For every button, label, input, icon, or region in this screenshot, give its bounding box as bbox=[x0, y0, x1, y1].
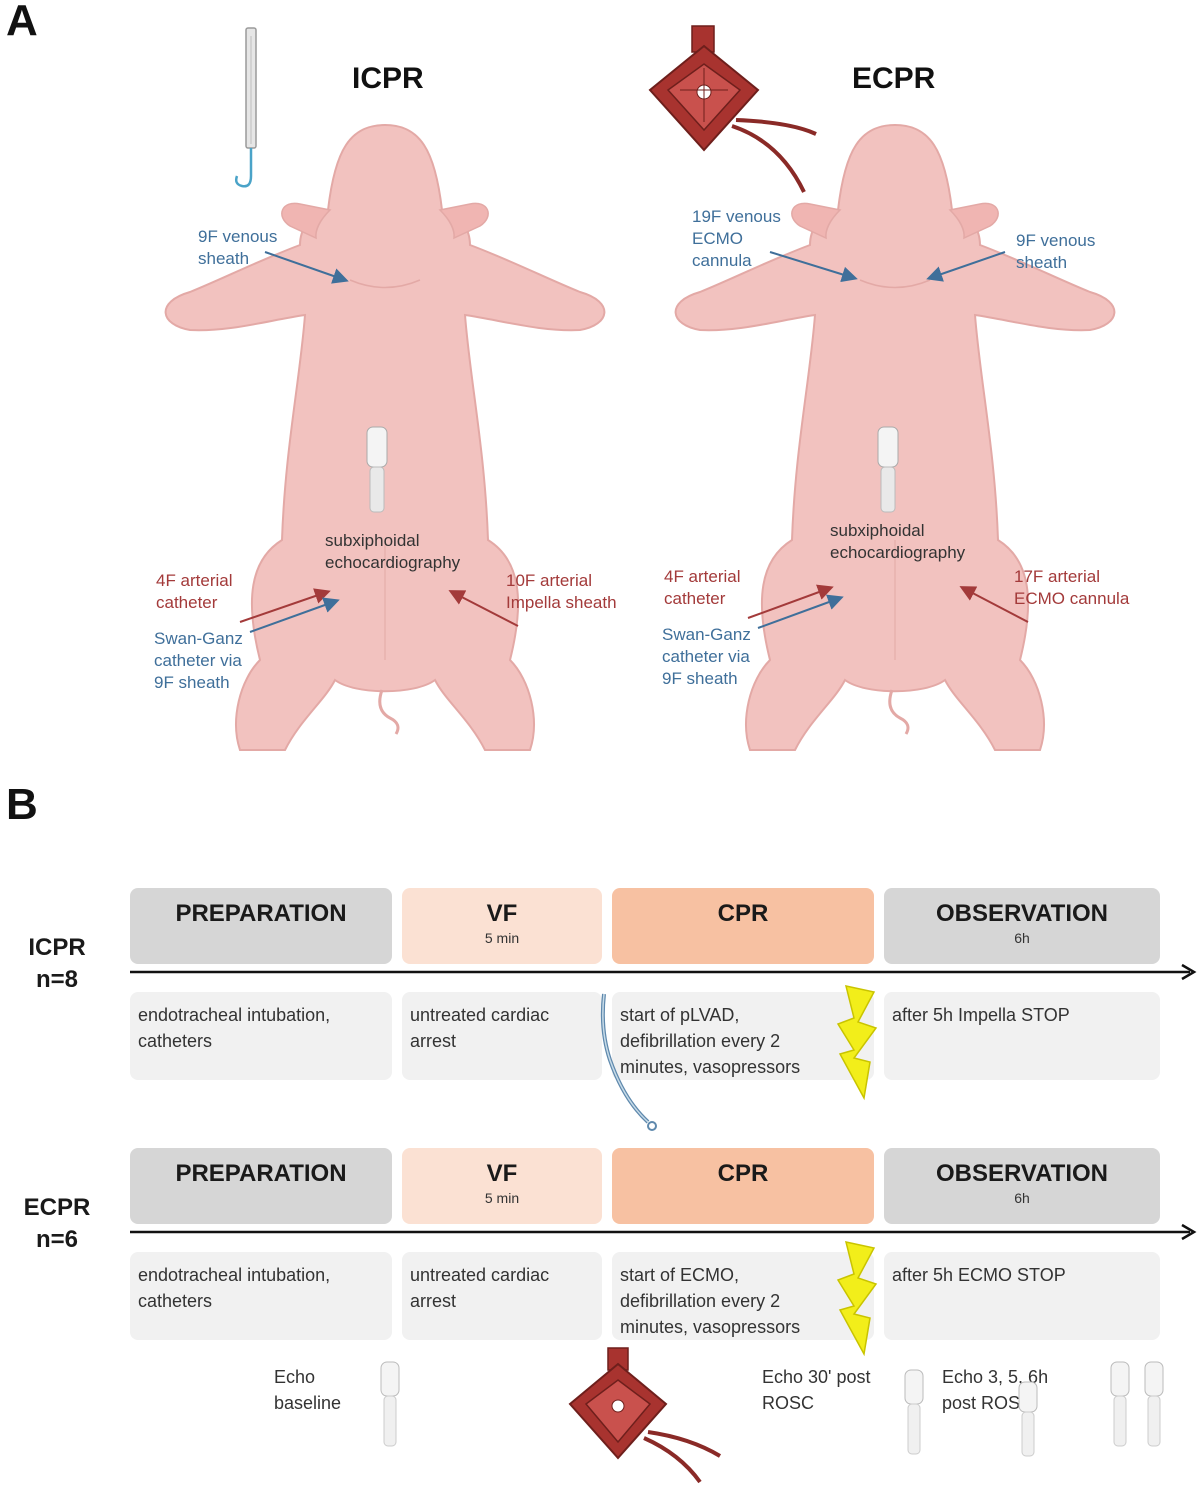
label-venous-sheath: 9F venous sheath bbox=[198, 227, 278, 268]
pointer-arrows bbox=[239, 251, 1029, 633]
echo-baseline-label: Echo baseline bbox=[274, 1367, 342, 1413]
label-echo: subxiphoidal echocardiography bbox=[830, 521, 966, 562]
phase-title: OBSERVATION bbox=[935, 900, 1109, 927]
echo-probe-icon bbox=[380, 1361, 400, 1447]
echo-30-label: Echo 30' post ROSC bbox=[762, 1367, 871, 1413]
desc-vf: untreated cardiac arrest bbox=[402, 992, 602, 1080]
phase-observation: OBSERVATION 6h bbox=[884, 1148, 1160, 1224]
timeline-arrow bbox=[130, 1223, 1197, 1241]
panel-b-letter: B bbox=[6, 780, 38, 829]
phase-title: VF bbox=[486, 900, 518, 927]
desc-cpr: start of pLVAD, defibrillation every 2 m… bbox=[612, 992, 874, 1080]
echo-probe-icon bbox=[1144, 1361, 1164, 1447]
label-swan-ganz: Swan-Ganz catheter via 9F sheath bbox=[662, 625, 751, 688]
desc-observation: after 5h ECMO STOP bbox=[884, 1252, 1160, 1340]
defibrillation-bolt-icon bbox=[836, 1241, 878, 1357]
ecmo-pump-icon bbox=[648, 25, 817, 193]
desc-observation: after 5h Impella STOP bbox=[884, 992, 1160, 1080]
phase-title: VF bbox=[486, 1160, 518, 1187]
phase-cpr: CPR bbox=[612, 888, 874, 964]
panel-a-letter: A bbox=[6, 0, 38, 45]
phase-observation: OBSERVATION 6h bbox=[884, 888, 1160, 964]
echo-probe-icon bbox=[904, 1369, 924, 1455]
desc-vf: untreated cardiac arrest bbox=[402, 1252, 602, 1340]
phase-title: CPR bbox=[717, 1160, 769, 1187]
phase-preparation: PREPARATION bbox=[130, 888, 392, 964]
phase-preparation: PREPARATION bbox=[130, 1148, 392, 1224]
ecpr-group-label: ECPR n=6 bbox=[23, 1194, 91, 1253]
phase-title: PREPARATION bbox=[175, 1160, 347, 1187]
impella-catheter-icon bbox=[600, 993, 657, 1131]
echo-probe-icon bbox=[1018, 1381, 1038, 1457]
label-impella-sheath: 10F arterial Impella sheath bbox=[506, 571, 617, 612]
desc-preparation: endotracheal intubation, catheters bbox=[130, 1252, 392, 1340]
echo-probe-icon bbox=[877, 426, 899, 513]
phase-sub: 5 min bbox=[484, 930, 520, 946]
label-ecmo-arterial: 17F arterial ECMO cannula bbox=[1014, 567, 1130, 608]
phase-vf: VF 5 min bbox=[402, 888, 602, 964]
label-venous-sheath: 9F venous sheath bbox=[1016, 231, 1096, 272]
phase-sub: 6h bbox=[1014, 930, 1030, 946]
icpr-group-label: ICPR n=8 bbox=[28, 934, 86, 993]
label-ecmo-venous: 19F venous ECMO cannula bbox=[692, 207, 781, 270]
desc-cpr: start of ECMO, defibrillation every 2 mi… bbox=[612, 1252, 874, 1340]
phase-sub: 6h bbox=[1014, 1190, 1030, 1206]
phase-title: CPR bbox=[717, 900, 769, 927]
ecmo-pump-icon bbox=[568, 1347, 722, 1484]
echo-probe-icon bbox=[366, 426, 388, 513]
guidewire-icon bbox=[234, 27, 257, 188]
phase-sub: 5 min bbox=[484, 1190, 520, 1206]
phase-title: PREPARATION bbox=[175, 900, 347, 927]
defibrillation-bolt-icon bbox=[836, 985, 878, 1101]
phase-cpr: CPR bbox=[612, 1148, 874, 1224]
phase-vf: VF 5 min bbox=[402, 1148, 602, 1224]
desc-preparation: endotracheal intubation, catheters bbox=[130, 992, 392, 1080]
label-arterial-catheter: 4F arterial catheter bbox=[156, 571, 233, 612]
label-arterial-catheter: 4F arterial catheter bbox=[664, 567, 741, 608]
icpr-title: ICPR bbox=[352, 62, 424, 95]
echo-probe-icon bbox=[1110, 1361, 1130, 1447]
ecpr-title: ECPR bbox=[852, 62, 936, 95]
label-swan-ganz: Swan-Ganz catheter via 9F sheath bbox=[154, 629, 243, 692]
timeline-arrow bbox=[130, 963, 1197, 981]
phase-title: OBSERVATION bbox=[935, 1160, 1109, 1187]
label-echo: subxiphoidal echocardiography bbox=[325, 531, 461, 572]
